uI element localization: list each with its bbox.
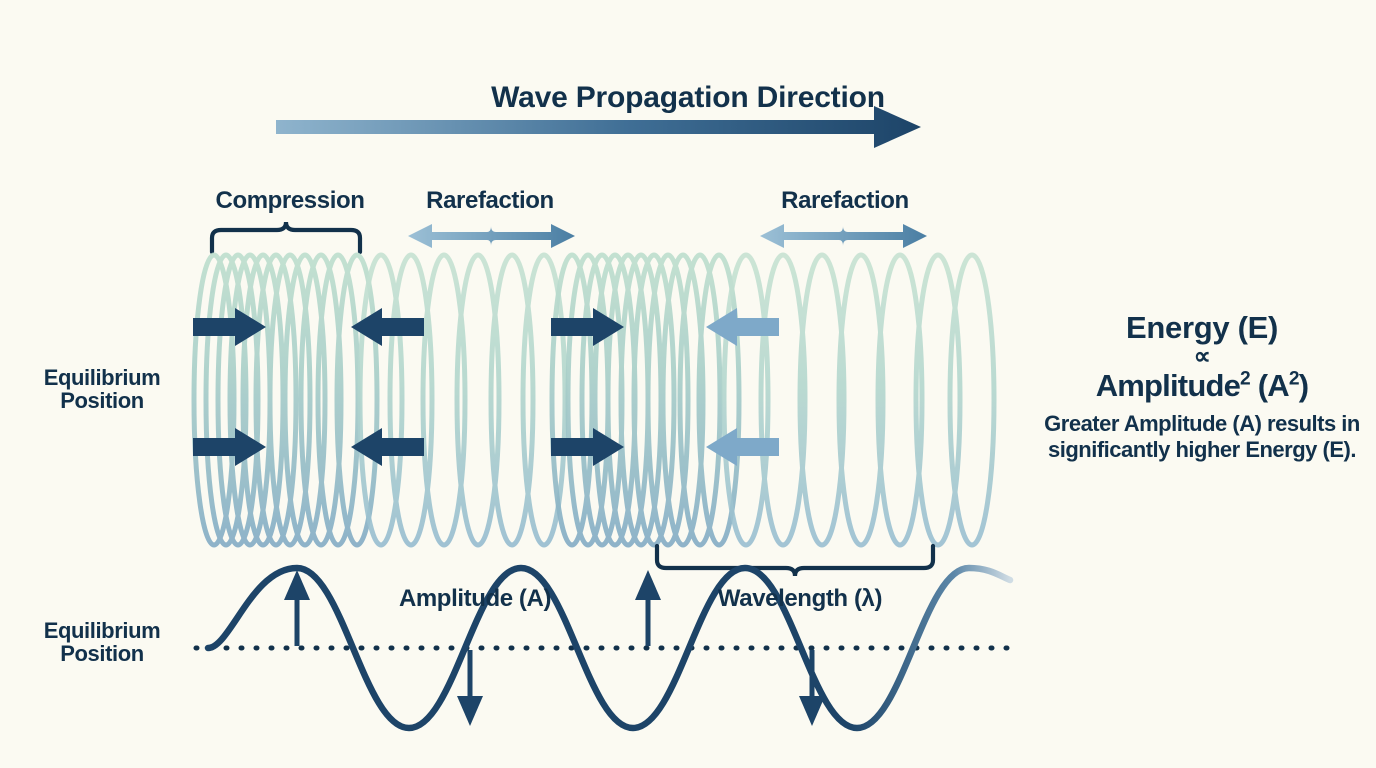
rarefaction-label-right: Rarefaction [781, 187, 909, 214]
compression-brace [209, 221, 363, 255]
energy-amplitude-exponent: 2 [1240, 368, 1251, 390]
amplitude-arrow-up-2-icon [635, 570, 661, 646]
motion-arrow-left-top-icon [351, 308, 424, 346]
rarefaction-arrow-right-icon [760, 224, 927, 248]
rarefaction-label-left: Rarefaction [426, 187, 554, 214]
energy-formula-line-1: Energy (E) [1125, 310, 1279, 345]
energy-relationship-panel: Energy (E) ∝ Amplitude2 (A2) Greater Amp… [1030, 310, 1374, 462]
spring-coils [191, 252, 997, 548]
amplitude-label: Amplitude (A) [398, 585, 552, 612]
motion-arrow-left-bottom-icon [351, 428, 424, 466]
motion-arrow-left-top-2-icon [706, 308, 779, 346]
propagation-arrow-icon [276, 106, 921, 148]
equilibrium-position-label-wave: Equilibrium Position [43, 618, 161, 667]
energy-caption: Greater Amplitude (A) results in signifi… [1044, 411, 1360, 462]
energy-paren-open: (A [1249, 367, 1290, 403]
amplitude-arrow-up-1-icon [284, 570, 310, 646]
energy-amplitude-word: Amplitude [1095, 367, 1241, 403]
wavelength-label: Wavelength (λ) [717, 585, 883, 612]
compression-label: Compression [215, 187, 365, 214]
energy-paren-exponent: 2 [1288, 368, 1300, 390]
amplitude-arrow-down-2-icon [799, 650, 825, 726]
amplitude-arrow-down-1-icon [457, 650, 483, 726]
motion-arrow-right-top-icon [193, 308, 266, 346]
wavelength-brace [654, 543, 936, 577]
page-title: Wave Propagation Direction [491, 81, 885, 114]
equilibrium-position-label-spring: Equilibrium Position [43, 365, 161, 414]
rarefaction-arrow-left-icon [408, 224, 575, 248]
energy-formula-line-2: Amplitude2 (A2) [1030, 367, 1374, 403]
motion-arrow-right-top-2-icon [551, 308, 624, 346]
motion-arrow-left-bottom-2-icon [706, 428, 779, 466]
energy-paren-close: ) [1298, 367, 1309, 403]
motion-arrow-right-bottom-2-icon [551, 428, 624, 466]
proportional-to-symbol: ∝ [1193, 342, 1211, 370]
motion-arrow-right-bottom-icon [193, 428, 266, 466]
sine-wave-curve [204, 564, 1014, 732]
